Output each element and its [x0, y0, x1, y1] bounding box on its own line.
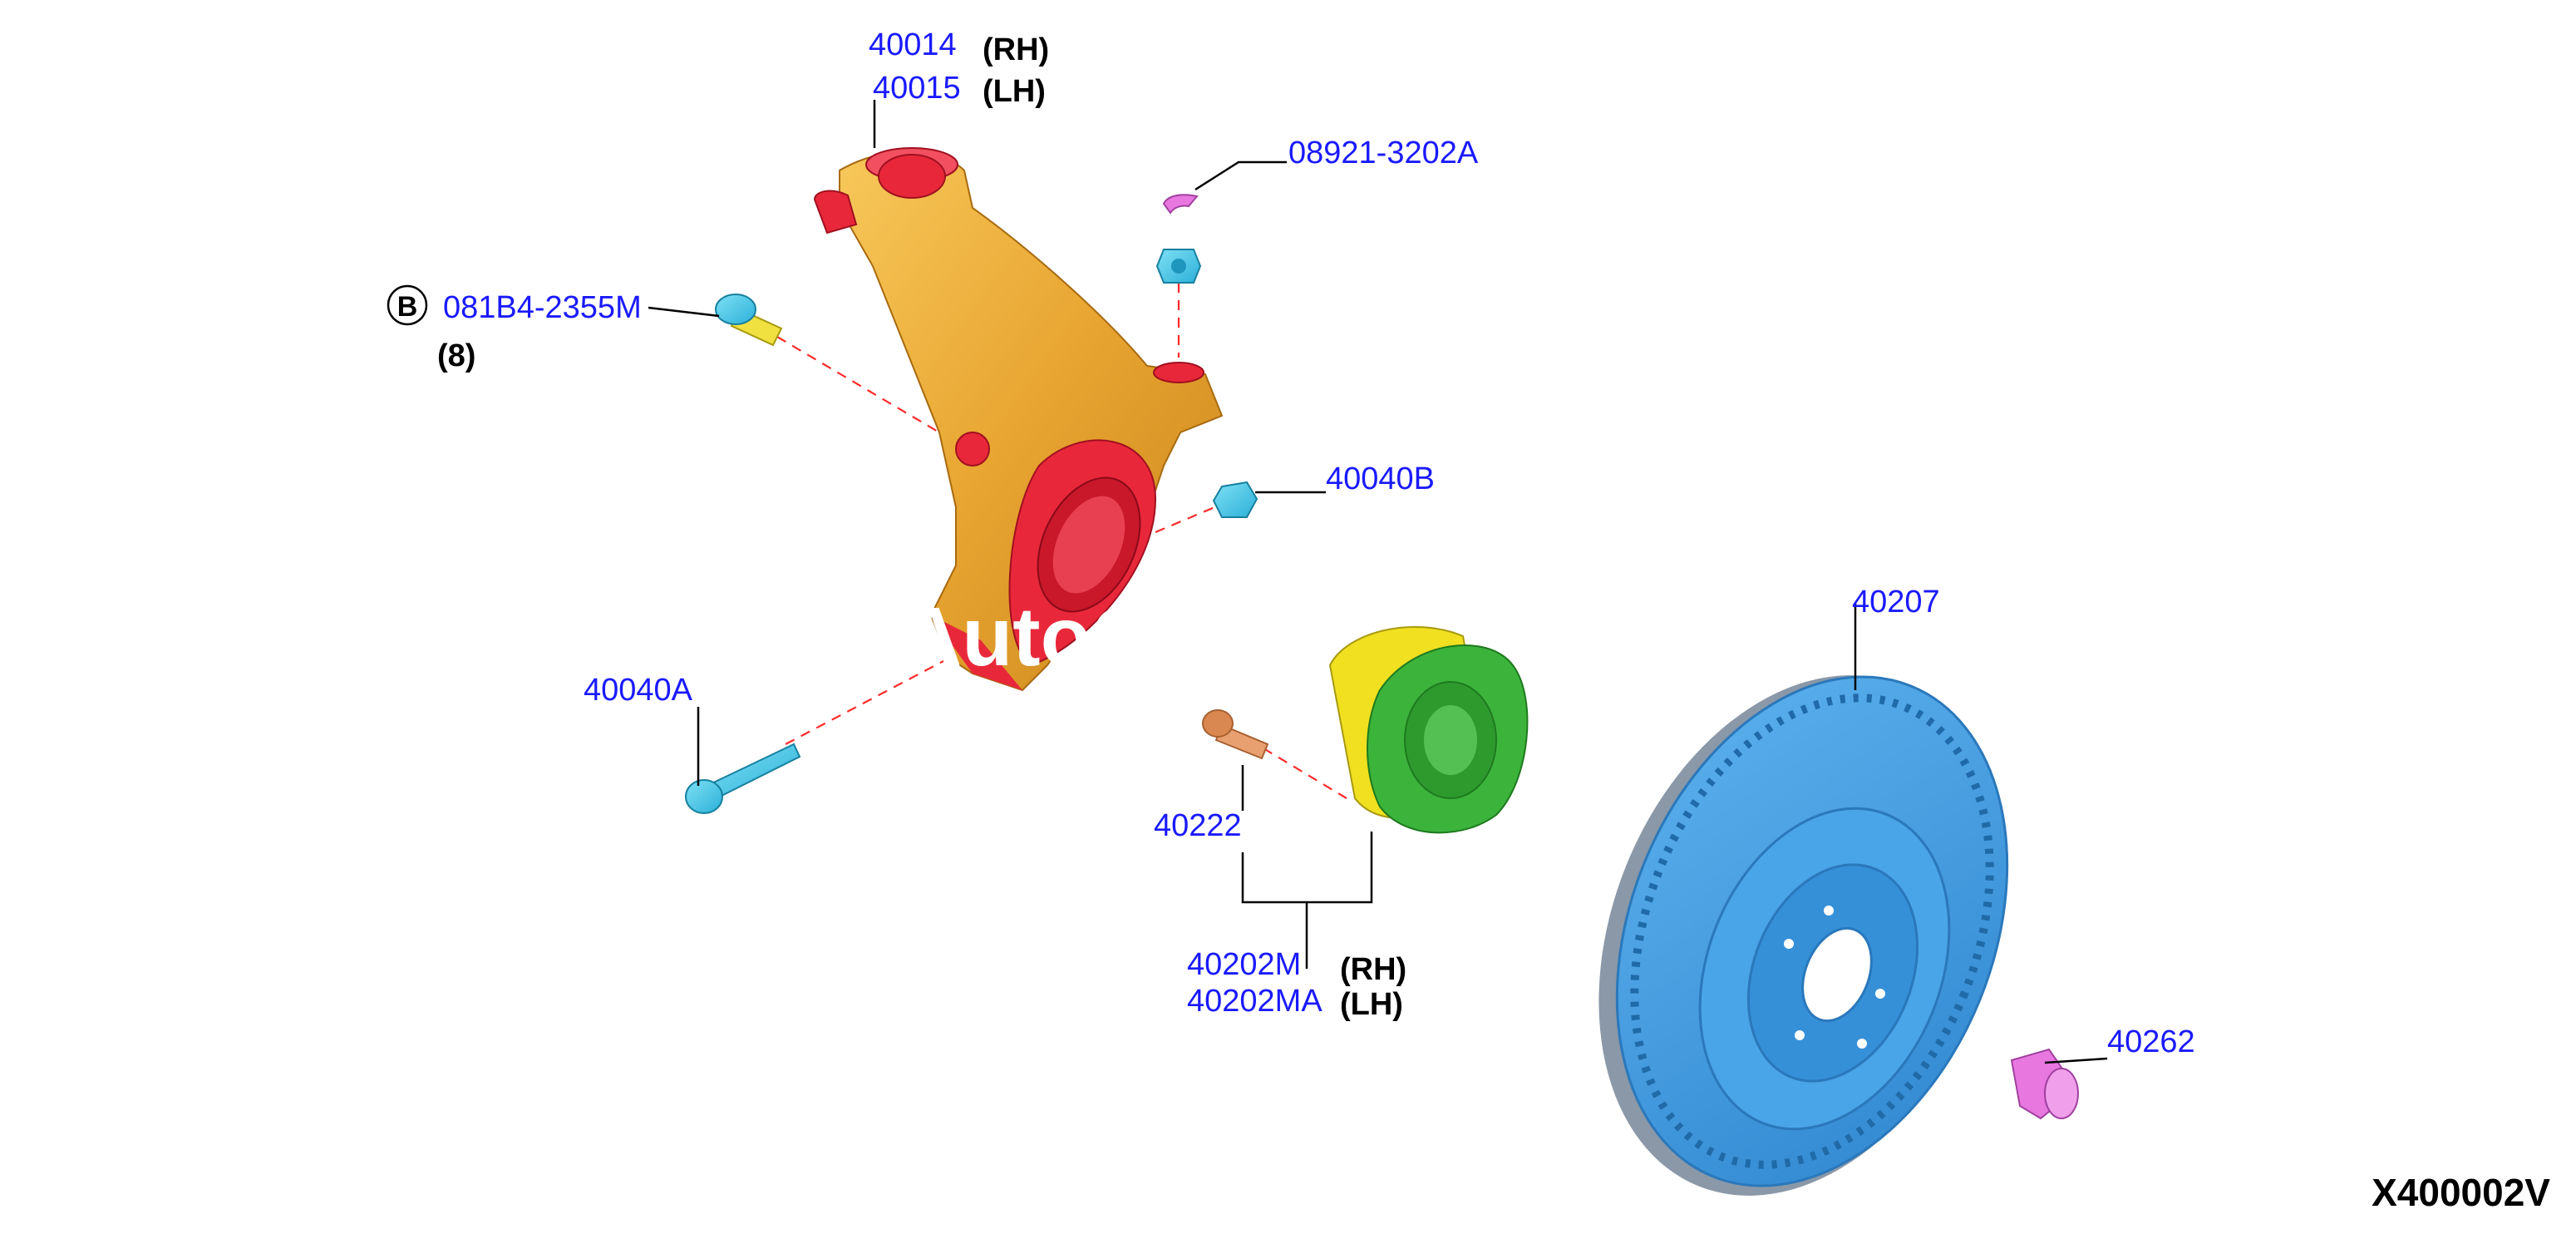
hub-cap-part — [2010, 1048, 2079, 1120]
label-40202ma: 40202MA — [1187, 984, 1322, 1019]
label-40202m: 40202M — [1187, 947, 1301, 982]
label-40222: 40222 — [1154, 808, 1242, 843]
label-40040b: 40040B — [1326, 462, 1435, 496]
castle-nut-part — [1155, 249, 1202, 284]
bolt-b-part — [715, 294, 783, 347]
label-qty-8: (8) — [437, 338, 475, 373]
label-rh-knuckle: (RH) — [983, 32, 1049, 67]
callout-letter: B — [397, 291, 418, 323]
watermark-text: AutoGa — [902, 590, 1203, 684]
label-40040a: 40040A — [584, 673, 693, 708]
steering-knuckle — [813, 147, 1224, 692]
label-40207: 40207 — [1852, 585, 1940, 619]
label-08921-3202a: 08921-3202A — [1288, 136, 1479, 170]
label-40015: 40015 — [873, 71, 961, 106]
label-40014: 40014 — [869, 27, 957, 62]
hub-bolt-part — [1202, 709, 1269, 760]
label-lh-knuckle: (LH) — [983, 74, 1046, 109]
label-rh-hub: (RH) — [1340, 952, 1406, 987]
callout-b: B — [387, 284, 428, 326]
brake-rotor-part — [1598, 675, 2009, 1196]
leader-lines — [648, 100, 2108, 1064]
bolt-40040a-part — [685, 743, 801, 814]
label-40262: 40262 — [2107, 1024, 2195, 1059]
figure-code: X400002V — [2372, 1171, 2550, 1214]
hub-assembly-part — [1328, 626, 1529, 834]
nut-40040b-part — [1212, 481, 1258, 518]
label-081b4-2355m: 081B4-2355M — [443, 290, 642, 325]
cotter-pin-part — [1162, 194, 1199, 215]
callout-circle — [387, 284, 428, 326]
label-lh-hub: (LH) — [1340, 987, 1403, 1022]
